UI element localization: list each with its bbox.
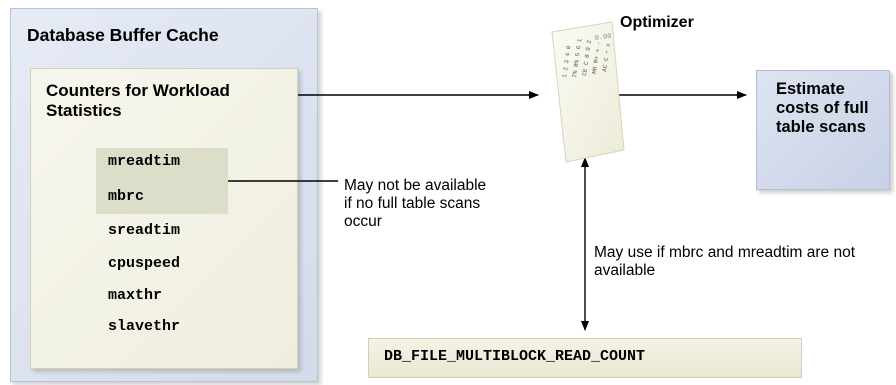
svg-text:0.00: 0.00 xyxy=(594,33,612,43)
counter-mreadtim: mreadtim xyxy=(108,153,181,170)
counter-sreadtim: sreadtim xyxy=(108,222,181,239)
counter-slavethr: slavethr xyxy=(108,318,181,335)
svg-text:1 2 3 4 0: 1 2 3 4 0 xyxy=(561,45,572,78)
optimizer-calculator-icon: 0.00 1 2 3 4 0 7% 8% 5 6 1 CE C 8 9 2 MR… xyxy=(551,21,625,163)
svg-text:AC C ÷ x: AC C ÷ x xyxy=(601,42,612,72)
counter-mbrc: mbrc xyxy=(108,188,145,205)
svg-text:CE C 8 9 2: CE C 8 9 2 xyxy=(581,39,593,76)
workload-counters-panel xyxy=(30,68,298,369)
counter-maxthr: maxthr xyxy=(108,287,163,304)
parameter-name: DB_FILE_MULTIBLOCK_READ_COUNT xyxy=(384,348,646,365)
estimate-costs-label: Estimate costs of full table scans xyxy=(776,80,869,136)
database-buffer-cache-title: Database Buffer Cache xyxy=(27,25,219,45)
svg-text:MR M+ + -: MR M+ + - xyxy=(591,41,602,74)
parameter-box xyxy=(368,338,802,378)
mbrc-availability-note: May not be available if no full table sc… xyxy=(344,177,487,230)
workload-counters-title: Counters for Workload Statistics xyxy=(46,81,230,120)
optimizer-label: Optimizer xyxy=(620,14,694,31)
optimizer-fallback-note: May use if mbrc and mreadtim are not ava… xyxy=(594,244,856,279)
counter-cpuspeed: cpuspeed xyxy=(108,255,181,272)
estimate-costs-box xyxy=(756,70,890,190)
unavailable-counters-highlight xyxy=(96,148,228,214)
